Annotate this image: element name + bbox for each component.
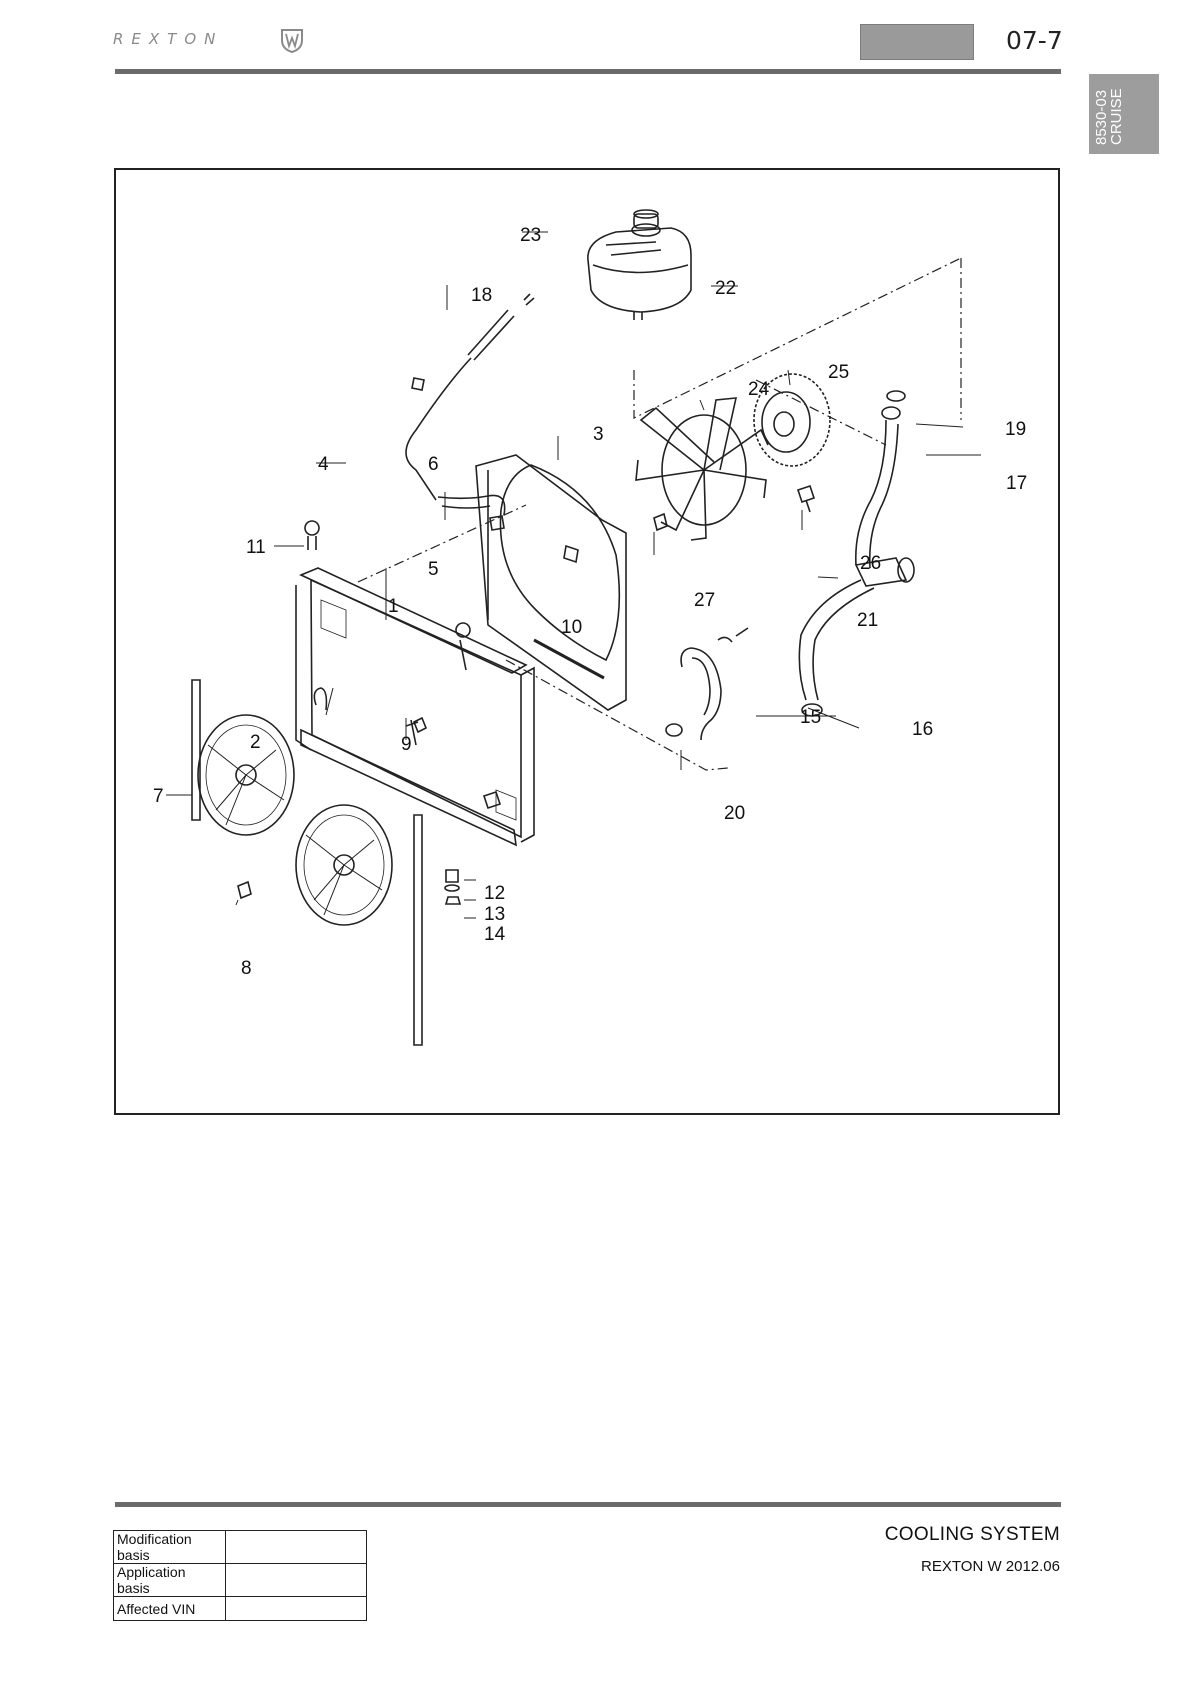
callout-21: 21 xyxy=(857,610,878,631)
callout-9: 9 xyxy=(401,734,412,755)
fan-brackets xyxy=(192,680,422,1045)
callout-8: 8 xyxy=(241,958,252,979)
header-shade-block xyxy=(860,24,974,60)
exploded-parts-diagram: 1 2 3 4 5 6 7 8 9 10 11 12 13 14 15 16 1… xyxy=(114,168,1060,1115)
brand-emblem-icon xyxy=(279,27,305,53)
model-version: REXTON W 2012.06 xyxy=(921,1558,1060,1575)
callout-labels: 1 2 3 4 5 6 7 8 9 10 11 12 13 14 15 16 1… xyxy=(153,225,1027,979)
header-rule xyxy=(115,69,1061,74)
section-title: COOLING SYSTEM xyxy=(885,1524,1060,1546)
callout-10: 10 xyxy=(561,617,582,638)
callout-6: 6 xyxy=(428,454,439,475)
footer-rule xyxy=(115,1502,1061,1507)
brand-logo-text: REXTON xyxy=(113,30,223,48)
heater-hoses xyxy=(799,391,914,716)
callout-18: 18 xyxy=(471,285,492,306)
row-value xyxy=(226,1597,367,1621)
section-side-tab-label: 8530-03 CRUISE xyxy=(1094,75,1124,145)
reservoir-hose-and-pipe xyxy=(406,294,534,500)
fan-shroud xyxy=(476,455,626,710)
radiator xyxy=(296,521,534,904)
side-tab-line2: CRUISE xyxy=(1109,75,1124,145)
callout-17: 17 xyxy=(1006,473,1027,494)
row-label: Affected VIN xyxy=(114,1597,226,1621)
callout-25: 25 xyxy=(828,362,849,383)
alignment-dashes xyxy=(358,258,961,770)
callout-4: 4 xyxy=(318,454,329,475)
callout-15: 15 xyxy=(800,707,821,728)
callout-20: 20 xyxy=(724,803,745,824)
callout-1: 1 xyxy=(388,596,399,617)
row-value xyxy=(226,1564,367,1597)
callout-27: 27 xyxy=(694,590,715,611)
callout-3: 3 xyxy=(593,424,604,445)
callout-19: 19 xyxy=(1005,419,1026,440)
electric-fans xyxy=(198,715,392,925)
page-number: 07-7 xyxy=(1006,26,1063,55)
callout-7: 7 xyxy=(153,786,164,807)
callout-12: 12 xyxy=(484,883,505,904)
table-row: Application basis xyxy=(114,1564,367,1597)
row-label: Modification basis xyxy=(114,1531,226,1564)
callout-16: 16 xyxy=(912,719,933,740)
diagram-canvas: 1 2 3 4 5 6 7 8 9 10 11 12 13 14 15 16 1… xyxy=(116,170,1058,1113)
row-label: Application basis xyxy=(114,1564,226,1597)
callout-14: 14 xyxy=(484,924,506,945)
callout-13: 13 xyxy=(484,904,505,925)
lower-radiator-hose xyxy=(666,628,748,740)
callout-23: 23 xyxy=(520,225,541,246)
callout-22: 22 xyxy=(715,278,736,299)
table-row: Modification basis xyxy=(114,1531,367,1564)
table-row: Affected VIN xyxy=(114,1597,367,1621)
side-tab-line1: 8530-03 xyxy=(1094,75,1109,145)
callout-5: 5 xyxy=(428,559,439,580)
callout-2: 2 xyxy=(250,732,261,753)
callout-24: 24 xyxy=(748,379,770,400)
callout-leaders xyxy=(166,232,981,918)
revision-info-table: Modification basis Application basis Aff… xyxy=(113,1530,367,1621)
callout-26: 26 xyxy=(860,553,881,574)
cooling-fan xyxy=(636,398,768,540)
coolant-reservoir xyxy=(588,210,691,320)
row-value xyxy=(226,1531,367,1564)
callout-11: 11 xyxy=(246,537,266,558)
upper-radiator-hose xyxy=(438,495,505,530)
